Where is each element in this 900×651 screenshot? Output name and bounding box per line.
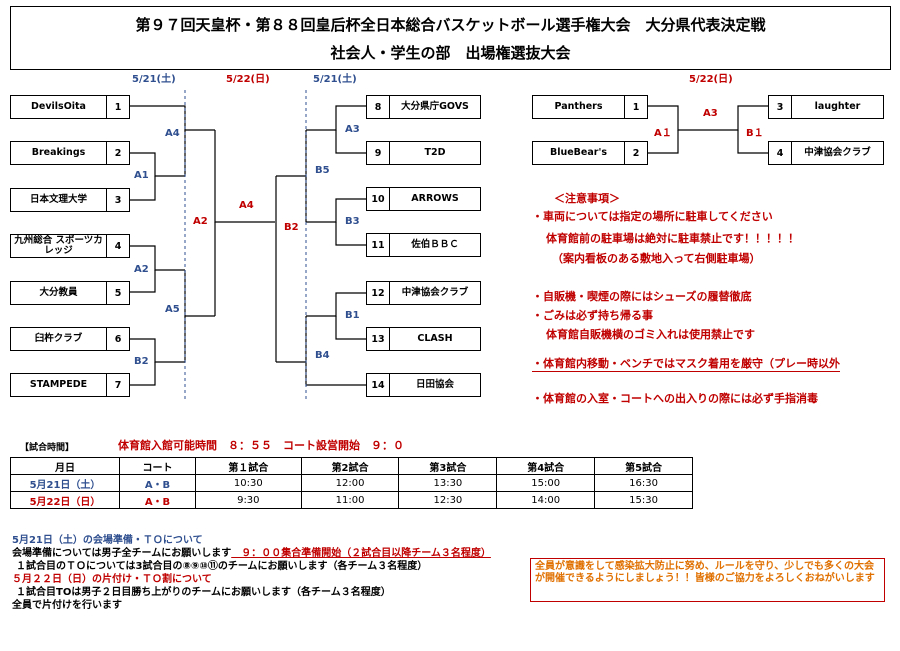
cell-time: 15:00 (496, 474, 596, 492)
cell-time: 16:30 (594, 474, 693, 492)
schedule-open-time: 体育館入館可能時間 ８：５５ コート設営開始 ９：０ (118, 439, 404, 452)
note-2: 体育館前の駐車場は絶対に駐車禁止です！！！！！ (546, 232, 799, 245)
table-row: 5月21日（土） A・B 10:30 12:00 13:30 15:00 16:… (10, 474, 693, 492)
game-label-a3: A3 (345, 124, 360, 135)
note-8: ・体育館の入室・コートへの出入りの際には必ず手指消毒 (532, 392, 818, 405)
game-label-semi-a2: A2 (193, 216, 208, 227)
cell-date: 5月21日（土） (10, 474, 120, 492)
game-label-b4: B4 (315, 350, 330, 361)
cell-time: 15:30 (594, 491, 693, 509)
col-header: 第１試合 (195, 457, 302, 475)
schedule-label: 【試合時間】 (20, 443, 75, 453)
cell-time: 14:00 (496, 491, 596, 509)
table-row: 5月22日（日） A・B 9:30 11:00 12:30 14:00 15:3… (10, 491, 693, 509)
cell-time: 10:30 (195, 474, 302, 492)
title-frame (10, 6, 891, 70)
game-label-b1: B1 (345, 310, 360, 321)
game-label-b5: B5 (315, 165, 330, 176)
info-line-1: 5月21日（土）の会場準備・ＴＯについて (12, 535, 203, 546)
cell-court: A・B (119, 491, 196, 509)
page-subtitle: 社会人・学生の部 出場権選抜大会 (330, 44, 571, 62)
cell-time: 9:30 (195, 491, 302, 509)
note-1: ・車両については指定の場所に駐車してください (532, 210, 773, 223)
game-label-b2: B2 (134, 356, 149, 367)
info-line-2b: ９：００集合準備開始（２試合目以降チーム３名程度） (231, 548, 491, 559)
cell-time: 12:00 (300, 474, 400, 492)
game-label-a2: A2 (134, 264, 149, 275)
note-7: ・体育館内移動・ベンチではマスク着用を厳守（プレー時以外 (532, 357, 840, 372)
game-label-semi-b2: B2 (284, 222, 299, 233)
women-label-a3: A3 (703, 108, 718, 119)
game-label-a5: A5 (165, 304, 180, 315)
page-title: 第９７回天皇杯・第８８回皇后杯全日本総合バスケットボール選手権大会 大分県代表決… (135, 16, 766, 34)
note-5: ・ごみは必ず持ち帰る事 (532, 309, 653, 322)
date-mid-sat: 5/21(土) (313, 74, 357, 85)
cell-time: 11:00 (300, 491, 400, 509)
game-label-a4: A4 (165, 128, 180, 139)
game-label-final-a4: A4 (239, 200, 254, 211)
date-left-sat: 5/21(土) (132, 74, 176, 85)
note-6: 体育館自販機横のゴミ入れは使用禁止です (546, 328, 755, 341)
col-header: コート (119, 457, 196, 475)
table-header-row: 月日 コート 第１試合 第2試合 第3試合 第4試合 第5試合 (10, 457, 693, 475)
game-label-b3: B3 (345, 216, 360, 227)
info-line-4: ５月２２日（日）の片付け・ＴＯ割について (12, 574, 212, 585)
col-header: 第2試合 (300, 457, 400, 475)
col-header: 第4試合 (496, 457, 596, 475)
note-3: （案内看板のある敷地入って右側駐車場） (552, 252, 761, 265)
note-4: ・自販機・喫煙の際にはシューズの履替徹底 (532, 290, 752, 303)
info-line-2: 会場準備については男子全チームにお願いします ９：００集合準備開始（２試合目以降… (12, 544, 491, 559)
info-line-6: 全員で片付けを行います (12, 600, 122, 611)
women-label-a1: A１ (654, 128, 672, 139)
schedule-table: 月日 コート 第１試合 第2試合 第3試合 第4試合 第5試合 5月21日（土）… (10, 457, 693, 509)
cell-date: 5月22日（日） (10, 491, 120, 509)
cell-time: 13:30 (398, 474, 498, 492)
info-line-2a: 会場準備については男子全チームにお願いします (12, 548, 232, 559)
date-right-sun: 5/22(日) (689, 74, 733, 85)
date-left-sun: 5/22(日) (226, 74, 270, 85)
col-header: 第5試合 (594, 457, 693, 475)
col-header: 第3試合 (398, 457, 498, 475)
notes-header: ＜注意事項＞ (554, 192, 620, 205)
women-label-b1: B１ (746, 128, 764, 139)
notice-box: 全員が意識をして感染拡大防止に努め、ルールを守り、少しでも多くの大会が開催できる… (530, 558, 885, 602)
cell-time: 12:30 (398, 491, 498, 509)
col-header: 月日 (10, 457, 120, 475)
info-line-3: １試合目のＴＯについては3試合目の⑧⑨⑩⑪のチームにお願いします（各チーム３名程… (16, 561, 428, 572)
info-line-5: １試合目TOは男子２日目勝ち上がりのチームにお願いします（各チーム３名程度） (16, 587, 391, 598)
game-label-a1: A1 (134, 170, 149, 181)
cell-court: A・B (119, 474, 196, 492)
